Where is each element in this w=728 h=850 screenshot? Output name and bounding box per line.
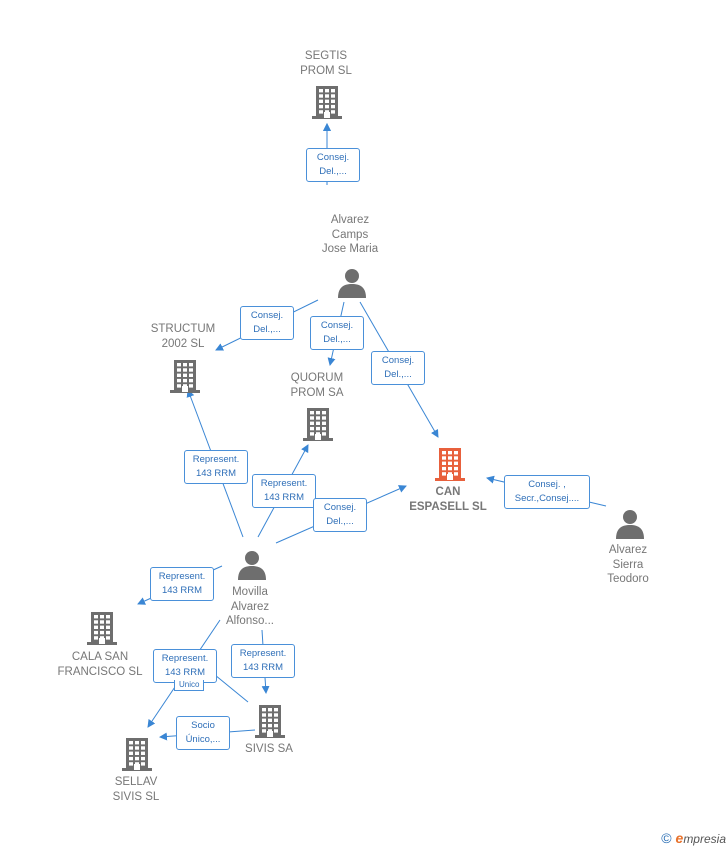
person-icon-movilla[interactable] <box>236 549 268 581</box>
edge-label-alvarez-camps-to-structum[interactable]: Consej.Del.,... <box>240 306 294 340</box>
building-icon-sivis-sa[interactable] <box>253 703 287 739</box>
edge-label-movilla-to-sellav[interactable]: Represent.143 RRM <box>153 649 217 683</box>
edge-label-movilla-to-sivis-sa[interactable]: Represent.143 RRM <box>231 644 295 678</box>
edge-label-alvarez-sierra-to-can-espasell[interactable]: Consej. ,Secr.,Consej.... <box>504 475 590 509</box>
person-icon-alvarez-camps[interactable] <box>336 267 368 299</box>
building-icon-cala-san[interactable] <box>85 610 119 646</box>
edge-label-alvarez-camps-to-can-espasell[interactable]: Consej.Del.,... <box>371 351 425 385</box>
person-icon-alvarez-sierra[interactable] <box>614 508 646 540</box>
edge-label-movilla-to-cala-san[interactable]: Represent.143 RRM <box>150 567 214 601</box>
edge-label-movilla-to-quorum[interactable]: Represent.143 RRM <box>252 474 316 508</box>
building-icon-segtis-prom-sl[interactable] <box>310 84 344 120</box>
building-icon-can-espasell[interactable] <box>433 446 467 482</box>
edge-label-movilla-to-can-espasell[interactable]: Consej.Del.,... <box>313 498 367 532</box>
edge-label-movilla-to-structum[interactable]: Represent.143 RRM <box>184 450 248 484</box>
building-icon-quorum[interactable] <box>301 406 335 442</box>
brand-initial: e <box>675 830 684 846</box>
empresia-brand-logo: ©empresia <box>661 830 726 846</box>
building-icon-sellav[interactable] <box>120 736 154 772</box>
partially-hidden-edge-label: Unico <box>174 680 205 691</box>
copyright-symbol: © <box>661 830 672 846</box>
brand-name-rest: mpresia <box>683 832 726 846</box>
edge-label-alvarez-camps-to-quorum[interactable]: Consej.Del.,... <box>310 316 364 350</box>
node-label-sivis-sa[interactable]: SIVIS SA <box>245 743 293 755</box>
edge-label-alvarez-camps-to-segtis[interactable]: Consej.Del.,... <box>306 148 360 182</box>
building-icon-structum[interactable] <box>168 358 202 394</box>
